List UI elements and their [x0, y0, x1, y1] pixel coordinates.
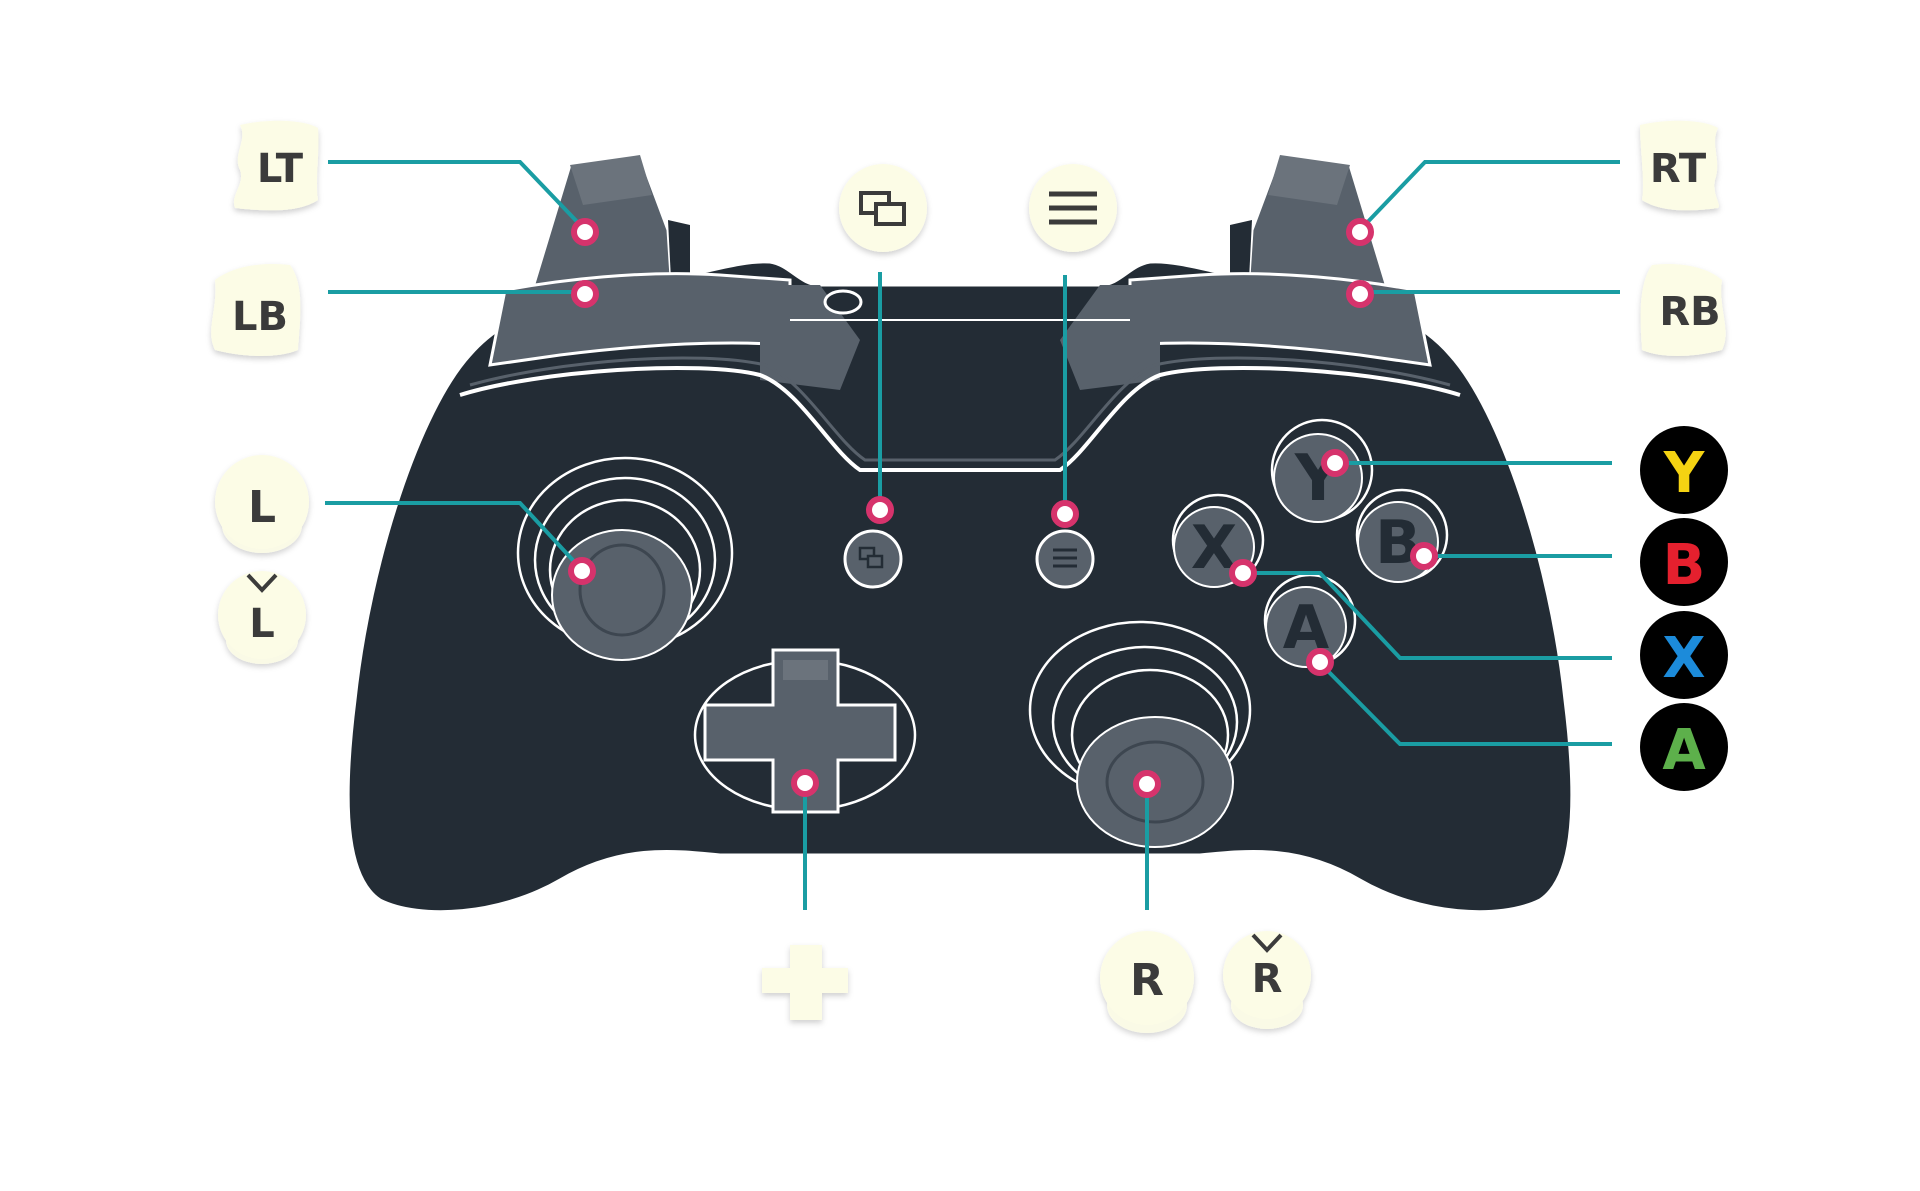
svg-text:B: B [1663, 533, 1706, 598]
marker-lb [571, 280, 599, 308]
markers [568, 218, 1438, 798]
svg-text:B: B [1375, 508, 1421, 578]
callout-l [325, 501, 584, 572]
svg-text:Y: Y [1663, 441, 1706, 506]
face-legend: Y B X A [1640, 426, 1728, 791]
callout-rt [1358, 160, 1620, 232]
label-lt: LT [233, 120, 319, 211]
marker-rb [1346, 280, 1374, 308]
legend-x: X [1640, 611, 1728, 699]
svg-text:L: L [249, 601, 275, 647]
label-r-click: R [1223, 931, 1311, 1029]
callout-lines [325, 160, 1620, 910]
svg-text:A: A [1662, 718, 1706, 783]
svg-text:RT: RT [1650, 146, 1707, 192]
svg-text:LT: LT [257, 146, 304, 192]
marker-dpad [791, 769, 819, 797]
legend-a: A [1640, 703, 1728, 791]
view-icon [839, 164, 927, 252]
label-rb: RB [1640, 263, 1726, 356]
marker-lt [571, 218, 599, 246]
label-rt: RT [1640, 120, 1719, 211]
marker-b [1410, 542, 1438, 570]
view-button[interactable] [843, 529, 903, 589]
label-lb: LB [211, 263, 301, 356]
marker-y [1321, 449, 1349, 477]
marker-a [1306, 648, 1334, 676]
marker-l [568, 557, 596, 585]
marker-r [1133, 770, 1161, 798]
press-arrow-icon [246, 573, 278, 593]
svg-text:RB: RB [1659, 289, 1720, 335]
controller-body [346, 260, 1574, 914]
svg-text:L: L [248, 482, 276, 533]
label-badges: LT LB RT RB [211, 120, 1726, 1033]
svg-text:R: R [1130, 955, 1164, 1006]
press-arrow-icon-right [1251, 933, 1283, 953]
marker-menu [1051, 500, 1079, 528]
svg-text:X: X [1662, 626, 1705, 691]
marker-x [1229, 559, 1257, 587]
marker-rt [1346, 218, 1374, 246]
marker-view [866, 496, 894, 524]
legend-y: Y [1640, 426, 1728, 514]
callout-a [1318, 661, 1612, 746]
controller-y-button[interactable]: Y [1270, 418, 1374, 523]
dpad-icon [762, 945, 848, 1020]
callout-lt [328, 160, 587, 232]
controller-b-button[interactable]: B [1355, 488, 1449, 583]
label-r: R [1100, 931, 1194, 1033]
callout-x [1245, 571, 1612, 660]
menu-icon [1029, 164, 1117, 252]
svg-text:R: R [1252, 956, 1283, 1002]
label-l: L [215, 455, 309, 553]
menu-button[interactable] [1035, 529, 1095, 589]
controller: Y B X A [346, 153, 1574, 914]
label-l-click: L [218, 571, 306, 664]
svg-text:LB: LB [232, 294, 288, 340]
legend-b: B [1640, 518, 1728, 606]
